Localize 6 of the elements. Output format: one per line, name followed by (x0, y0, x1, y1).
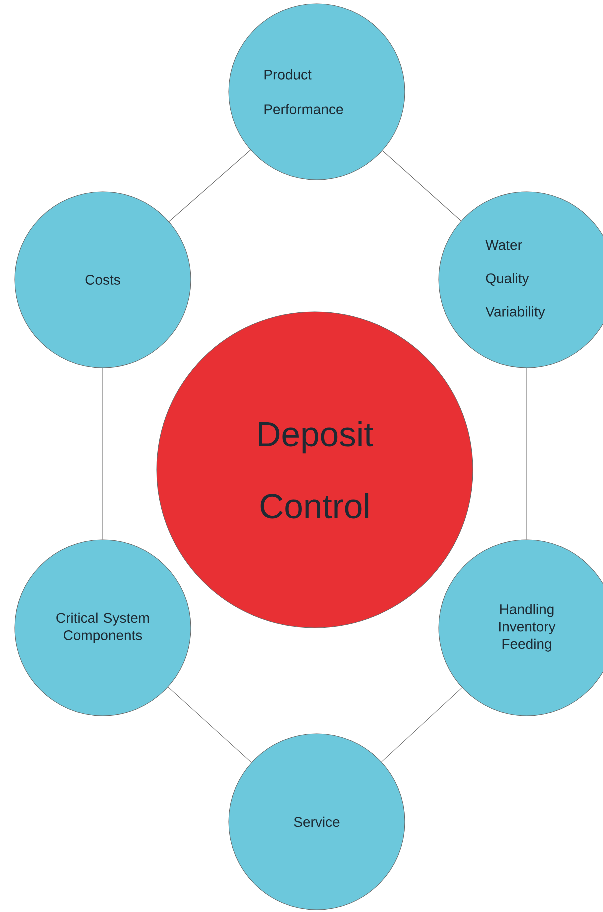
connector-line (102, 368, 104, 540)
connector-line (168, 687, 252, 763)
connector-line (526, 368, 528, 540)
connector-line (169, 150, 251, 222)
connector-line (382, 688, 462, 762)
connector-line (382, 150, 462, 222)
